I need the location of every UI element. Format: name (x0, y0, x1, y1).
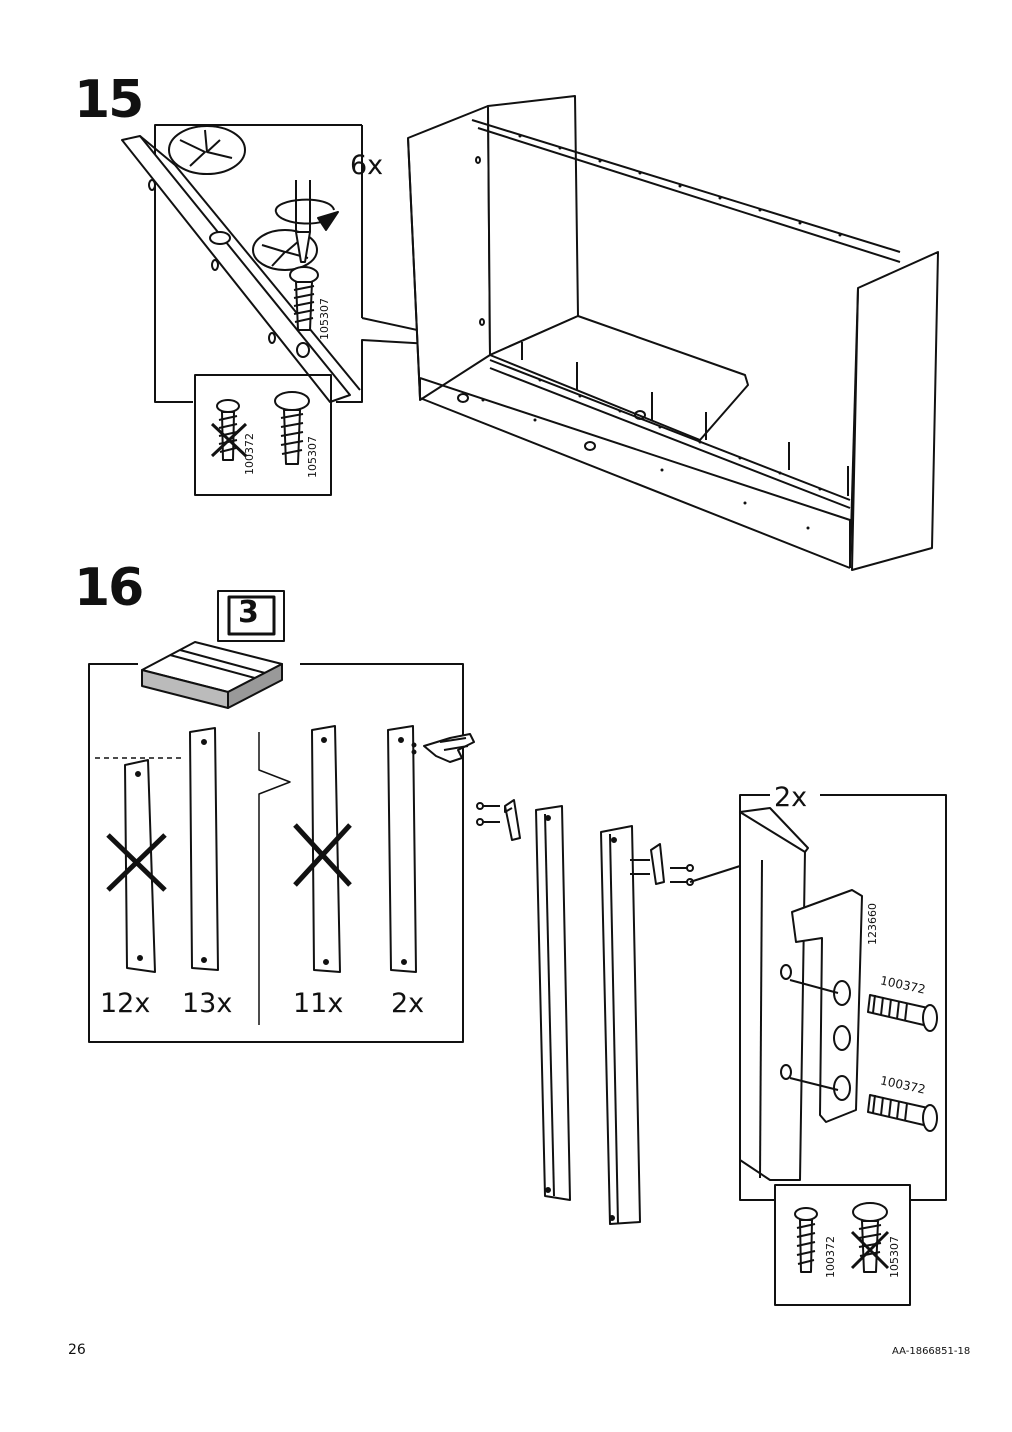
part-quantity-13x: 13x (182, 988, 233, 1019)
part-quantity-12x: 12x (100, 988, 151, 1019)
screw-small-icon (476, 802, 500, 826)
left-bracket (476, 799, 521, 841)
bracket-code: 123660 (866, 903, 879, 945)
screw-105307-crossed (850, 1202, 890, 1273)
screw-detail (289, 266, 319, 331)
step15-quantity: 6x (350, 150, 384, 181)
step15-compare-wrong-code: 100372 (243, 433, 256, 475)
step15-screw-compare-box (194, 374, 332, 496)
step15-detail-screw-code: 105307 (318, 298, 331, 340)
plank-13x (189, 727, 219, 971)
step16-screw-compare-box (774, 1184, 911, 1306)
cabinet-frame (407, 95, 939, 571)
part-quantity-11x: 11x (293, 988, 344, 1019)
right-assembly-plank (600, 825, 641, 1225)
step-15-number: 15 (74, 70, 144, 130)
plank-2x (387, 725, 417, 973)
step16-parts-frame (88, 663, 464, 1043)
package-number: 3 (238, 595, 259, 630)
part-quantity-2x: 2x (391, 988, 425, 1019)
step15-compare-right-code: 105307 (306, 436, 319, 478)
package-illustration (141, 641, 283, 709)
screw-100372 (794, 1207, 818, 1273)
bracket-123660 (780, 889, 863, 1123)
step-16-number: 16 (74, 558, 144, 618)
plank-end-detail (739, 807, 809, 1181)
step16-compare-wrong-code: 105307 (888, 1236, 901, 1278)
rail-detail (121, 135, 361, 403)
step16-compare-right-code: 100372 (824, 1236, 837, 1278)
step15-detail-frame (154, 124, 362, 403)
screw-100372-lower (867, 1094, 938, 1132)
plank-12x (106, 759, 167, 973)
step16-detail-quantity: 2x (774, 782, 808, 813)
screwdriver (274, 180, 339, 263)
right-bracket (630, 843, 694, 886)
plank-11x (293, 725, 352, 973)
page-number: 26 (68, 1342, 86, 1358)
screw-100372-crossed (210, 399, 248, 461)
pointing-hand-icon (423, 733, 475, 763)
package-label-box (217, 590, 285, 642)
left-assembly-plank (535, 805, 571, 1201)
screw-105307 (274, 391, 310, 465)
screw-100372-upper (867, 994, 938, 1032)
document-code: AA-1866851-18 (892, 1346, 971, 1357)
